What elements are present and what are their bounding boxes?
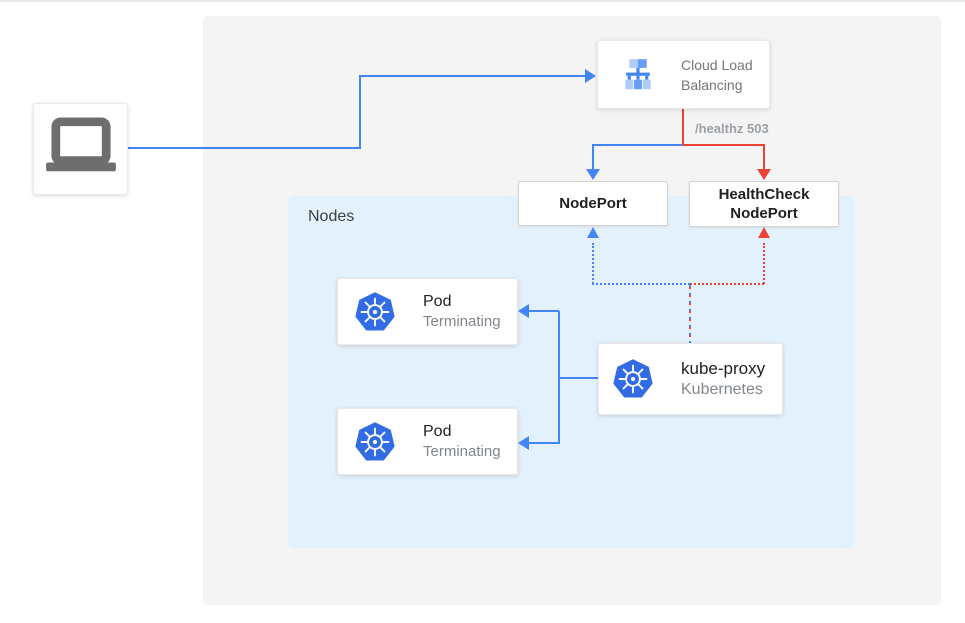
arrowhead-up-into-nodeport [587,227,599,238]
edge-client-to-lb-h2 [359,75,586,77]
edge-kubeproxy-to-nodeport-dotted-v [592,243,594,284]
arrowhead-into-pod2 [518,436,529,450]
pod2-title: Pod [423,423,452,440]
kube-proxy-subtitle: Kubernetes [681,381,763,398]
arrowhead-into-nodeport [586,169,600,180]
healthcheck-nodeport-label-line1: HealthCheck [718,186,810,203]
nodes-panel-label: Nodes [308,208,355,225]
pod2-status: Terminating [423,443,501,460]
healthz-status-label: /healthz 503 [695,121,769,136]
edge-lb-to-nodeport-h [592,144,684,146]
healthcheck-nodeport-label-line2: NodePort [730,205,798,222]
edge-kubeproxy-to-pods-v [558,311,560,444]
edge-lb-health-v1 [682,109,684,146]
edge-into-pod1-h [529,310,559,312]
edge-lb-health-h [682,144,765,146]
nodeport-label: NodePort [559,195,627,212]
cloud-load-balancing-node: Cloud Load Balancing [597,40,770,109]
kubernetes-icon [354,291,396,333]
edge-lb-to-nodeport-v [592,144,594,171]
cloud-load-balancing-icon [619,56,657,94]
pod2-node: Pod Terminating [337,408,518,475]
edge-client-to-lb-h1 [128,147,361,149]
pod1-status: Terminating [423,313,501,330]
laptop-icon [42,116,120,183]
top-border [0,0,965,2]
kubernetes-icon [354,421,396,463]
cloud-load-balancing-label: Cloud Load Balancing [681,56,753,93]
edge-kubeproxy-to-nodeport-dotted-h [592,283,690,285]
kube-proxy-title: kube-proxy [681,359,766,378]
nodeport-node: NodePort [518,181,668,226]
edge-kubeproxy-to-pods-h [558,377,598,379]
edge-lb-health-v2 [763,144,765,171]
arrowhead-into-pod1 [518,304,529,318]
kube-proxy-node: kube-proxy Kubernetes [598,343,783,415]
arrowhead-up-into-healthcheck-nodeport [758,227,770,238]
pod1-node: Pod Terminating [337,278,518,345]
pod1-title: Pod [423,293,452,310]
edge-kubeproxy-to-healthcheck-dotted-v [763,243,765,284]
edge-kubeproxy-shared-dotted-v [689,285,691,343]
healthcheck-nodeport-node: HealthCheck NodePort [689,181,839,227]
kubernetes-icon [612,358,654,400]
client-node [33,103,128,195]
edge-client-to-lb-v [359,75,361,149]
arrowhead-into-healthcheck-nodeport [757,169,771,180]
edge-kubeproxy-to-healthcheck-dotted-h [690,283,764,285]
arrowhead-into-load-balancer [585,69,596,83]
edge-into-pod2-h [529,442,559,444]
